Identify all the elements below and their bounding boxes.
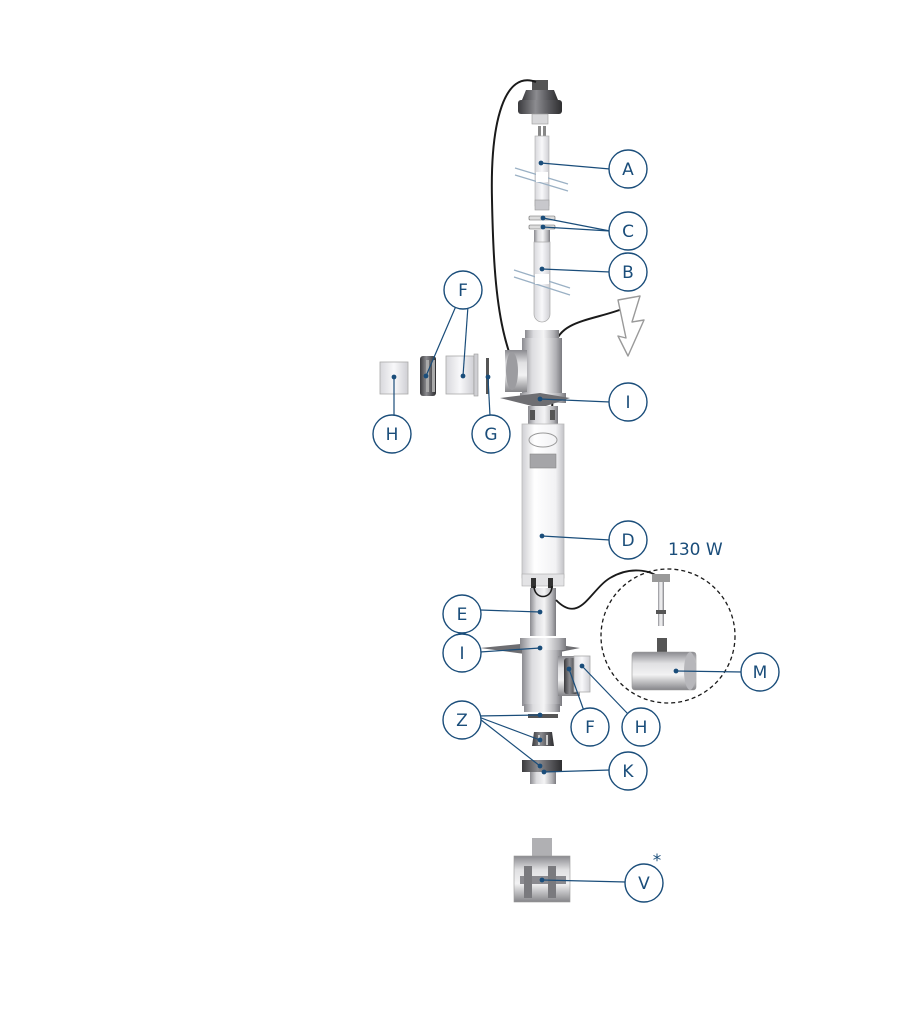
callout-f-bottom: F [570,707,610,747]
uv-lamp-a [514,126,569,211]
top-housing-tee [500,330,570,424]
svg-text:H: H [635,718,648,738]
drain-seal-z [528,714,558,718]
callout-i-bottom: I [442,633,482,673]
callout-h-left: H [372,414,412,454]
svg-text:E: E [457,605,468,625]
adapter-fitting-f-left [445,353,479,397]
svg-text:B: B [622,263,634,283]
svg-text:F: F [585,718,595,738]
callout-f-top: F [443,270,483,310]
drain-plug-z [532,732,554,746]
quartz-sleeve-b [513,241,571,323]
brand-logo-oval [528,432,558,448]
svg-text:M: M [753,663,768,683]
sterilizer-body-d [521,423,565,588]
callout-a: A [608,149,648,189]
callout-b: B [608,252,648,292]
end-cap-h-right [573,655,591,693]
svg-text:Z: Z [456,711,468,731]
optional-accessory-mark: * [653,851,662,871]
svg-text:I: I [625,393,630,413]
svg-text:C: C [622,222,634,242]
callout-e: E [442,594,482,634]
lamp-connector-cap [518,80,562,125]
lower-tube-e [530,585,556,636]
svg-text:A: A [622,160,634,180]
power-supply-arrow-icon [617,295,645,357]
svg-text:I: I [459,644,464,664]
leader-lines [391,160,743,883]
callout-c: C [608,211,648,251]
svg-text:G: G [484,425,497,445]
sensor-detail-m [600,568,736,704]
svg-text:D: D [621,531,634,551]
mounting-clamp-v [513,838,571,903]
callout-h-right: H [621,707,661,747]
callout-i-top: I [608,382,648,422]
svg-text:V: V [638,874,650,894]
svg-text:F: F [458,281,468,301]
callout-v: V * [624,851,664,903]
power-rating-label: 130 W [668,540,723,560]
callout-k: K [608,751,648,791]
status-display [529,453,557,469]
callout-z: Z [442,700,482,740]
callout-d: D [608,520,648,560]
svg-text:H: H [386,425,399,445]
callout-m: M [740,652,780,692]
svg-text:K: K [622,762,634,782]
sensor-cable [555,569,661,610]
callout-g: G [471,414,511,454]
o-ring-seals-c [528,215,556,242]
bottom-housing-tee [480,638,580,712]
